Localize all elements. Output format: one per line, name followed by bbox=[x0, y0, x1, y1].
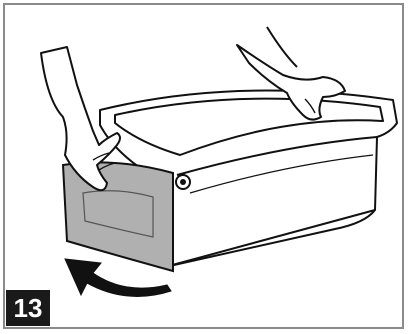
tray-removal-illustration bbox=[5, 5, 402, 327]
instruction-panel: 13 bbox=[3, 3, 404, 329]
step-number-badge: 13 bbox=[6, 290, 50, 326]
